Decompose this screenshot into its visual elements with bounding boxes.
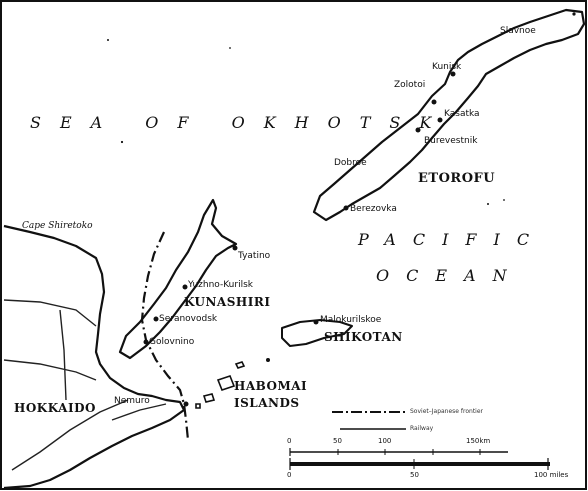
kunisk-label: Kunisk [432, 62, 462, 72]
scan-speckles [107, 12, 576, 362]
kunashiri-label: KUNASHIRI [184, 295, 271, 309]
scale-miles-tick-1: 50 [410, 471, 419, 479]
marker-seranovodsk [153, 316, 159, 322]
marker-zolotoi [431, 99, 437, 105]
marker-tyatino [232, 245, 238, 251]
marker-berezovka [343, 205, 349, 211]
legend-frontier-label: Soviet–Japanese frontier [410, 408, 483, 415]
hokkaido-label: HOKKAIDO [14, 401, 96, 415]
kasatka-label: Kasatka [444, 109, 480, 119]
ocean-label: OCEAN [376, 266, 524, 285]
burevestnik-label: Burevestnik [424, 136, 478, 146]
slavnoe-label: Slavnoe [500, 26, 536, 36]
marker-yuzhno-kurilsk [182, 284, 188, 290]
place-markers [143, 71, 456, 407]
marker-kunisk [450, 71, 456, 77]
frontier-line [140, 231, 190, 441]
marker-burevestnik [415, 127, 421, 133]
marker-nemuro [183, 401, 189, 407]
scale-km-tick-2: 100 [378, 437, 392, 445]
scale-km-tick-3: 150km [466, 437, 491, 445]
pacific-label: PACIFIC [358, 230, 547, 249]
habomai-islands-label: ISLANDS [234, 396, 300, 410]
seranovodsk-label: Seranovodsk [159, 314, 218, 324]
sea-of-okhotsk-label: SEA OF OKHOTSK [30, 113, 451, 132]
nemuro-label: Nemuro [114, 396, 150, 406]
zolotoi-label: Zolotoi [394, 80, 426, 90]
scale-bar [289, 448, 550, 470]
scale-km-tick-1: 50 [333, 437, 342, 445]
etorofu-label: ETOROFU [418, 171, 496, 186]
kunashiri-island [118, 198, 238, 360]
legend-railway-label: Railway [410, 425, 434, 432]
golovnino-label: Golovnino [149, 337, 195, 347]
shikotan-island [281, 319, 353, 347]
marker-kasatka [437, 117, 443, 123]
yuzhno-kurilsk-label: Yuzhno-Kurilsk [188, 280, 253, 290]
berezovka-label: Berezovka [350, 204, 397, 214]
habomai-islands [195, 361, 246, 409]
marker-malokurilskoe [313, 319, 319, 325]
habomai-label: HABOMAI [234, 379, 308, 393]
shikotan-label: SHIKOTAN [324, 330, 403, 344]
scale-miles-tick-0: 0 [287, 471, 292, 479]
marker-golovnino [143, 339, 149, 345]
scale-km-tick-0: 0 [287, 437, 292, 445]
dobroe-label: Dobroe [334, 158, 367, 168]
malokurilskoe-label: Malokurilskoe [320, 315, 382, 325]
hokkaido-roads [3, 299, 167, 471]
scale-miles-tick-2: 100 miles [534, 471, 569, 479]
hokkaido-coast [3, 224, 186, 490]
etorofu-island [312, 8, 586, 222]
tyatino-label: Tyatino [238, 251, 271, 261]
cape-shiretoko-label: Cape Shiretoko [22, 221, 93, 231]
